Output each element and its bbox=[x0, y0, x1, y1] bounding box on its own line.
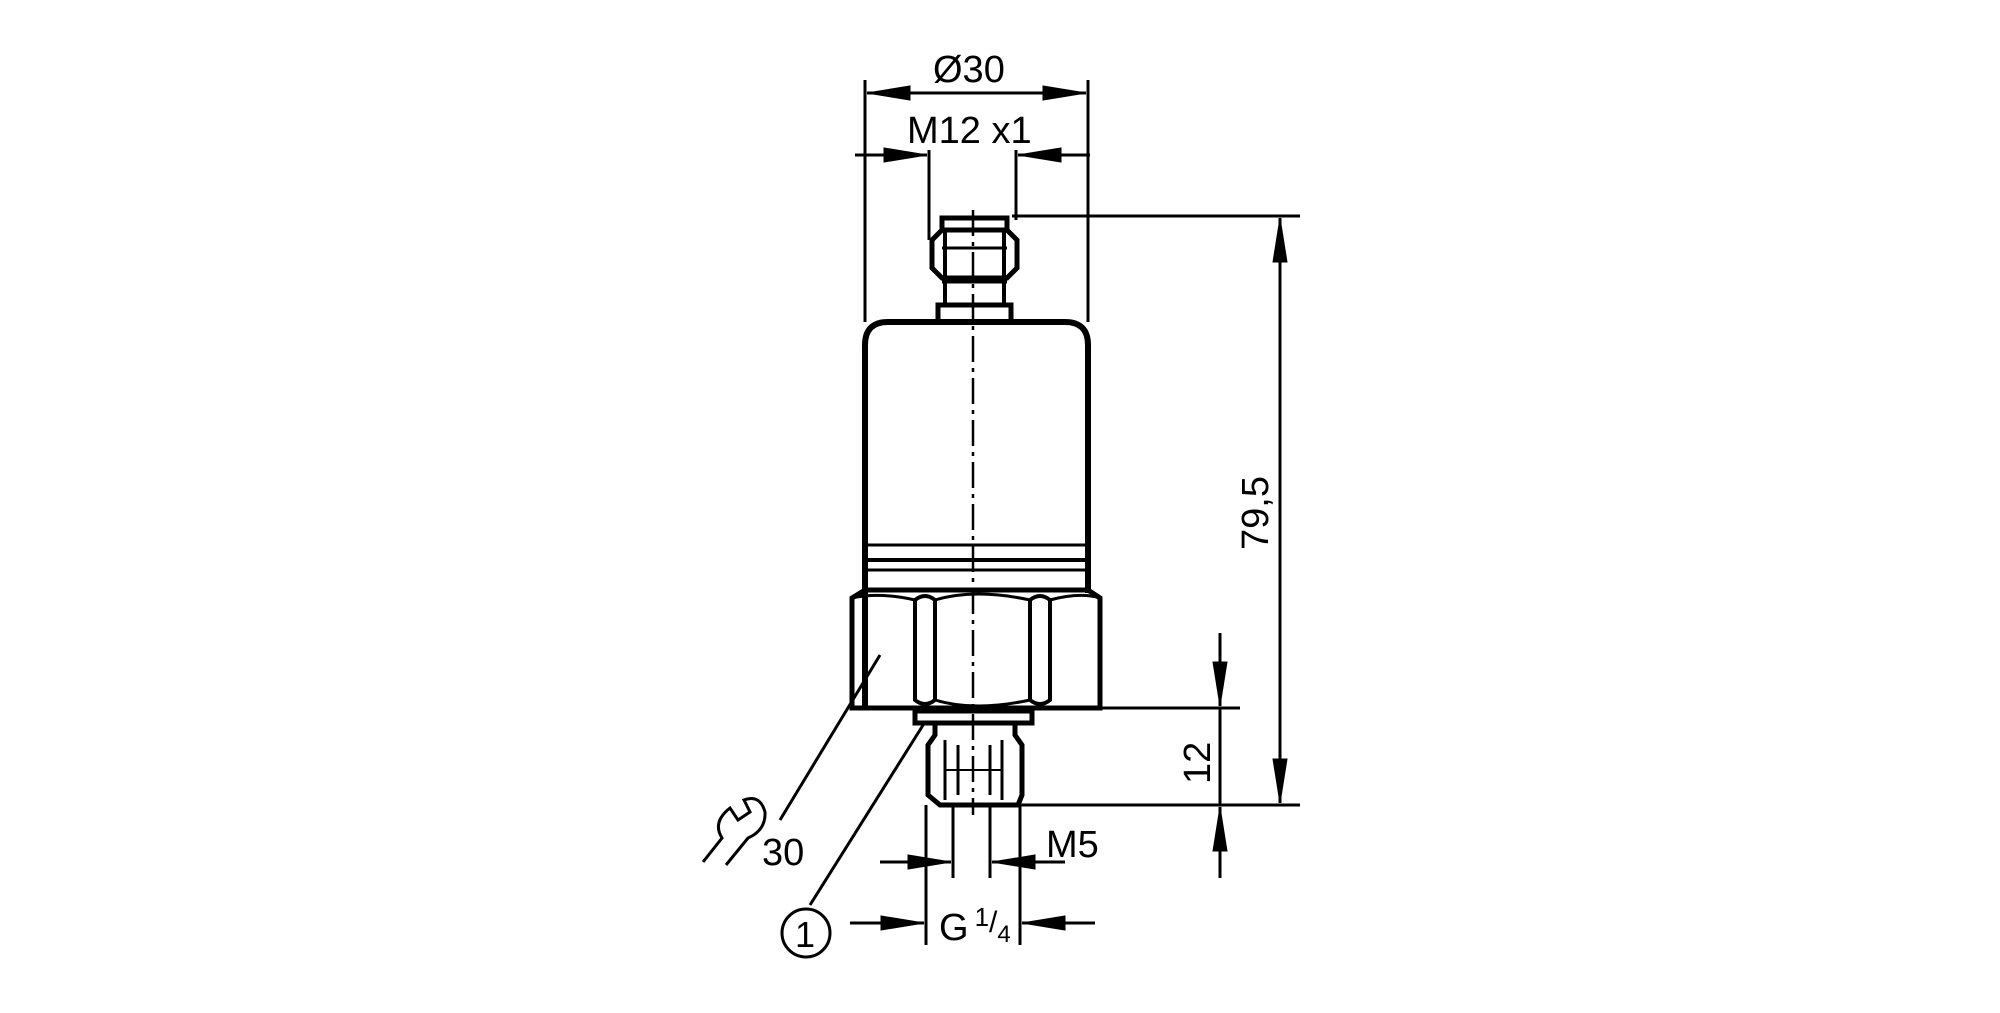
label-wrench-size: 30 bbox=[762, 832, 804, 874]
leader-wrench bbox=[778, 654, 882, 821]
label-diameter: Ø30 bbox=[933, 49, 1005, 91]
sensor-body bbox=[862, 319, 1091, 708]
process-fitting bbox=[912, 708, 1035, 808]
label-connector-thread: M12 x1 bbox=[907, 110, 1032, 152]
label-thread-length: 12 bbox=[1177, 742, 1219, 784]
leader-callout-1 bbox=[808, 721, 927, 906]
label-total-length: 79,5 bbox=[1235, 476, 1277, 550]
wrench-icon bbox=[701, 797, 767, 866]
callout-circle-1 bbox=[780, 907, 832, 959]
m12-connector bbox=[929, 215, 1020, 325]
callout-number-1: 1 bbox=[795, 914, 815, 955]
label-inner-thread: M5 bbox=[1046, 824, 1099, 866]
hex-nut bbox=[849, 587, 1103, 711]
